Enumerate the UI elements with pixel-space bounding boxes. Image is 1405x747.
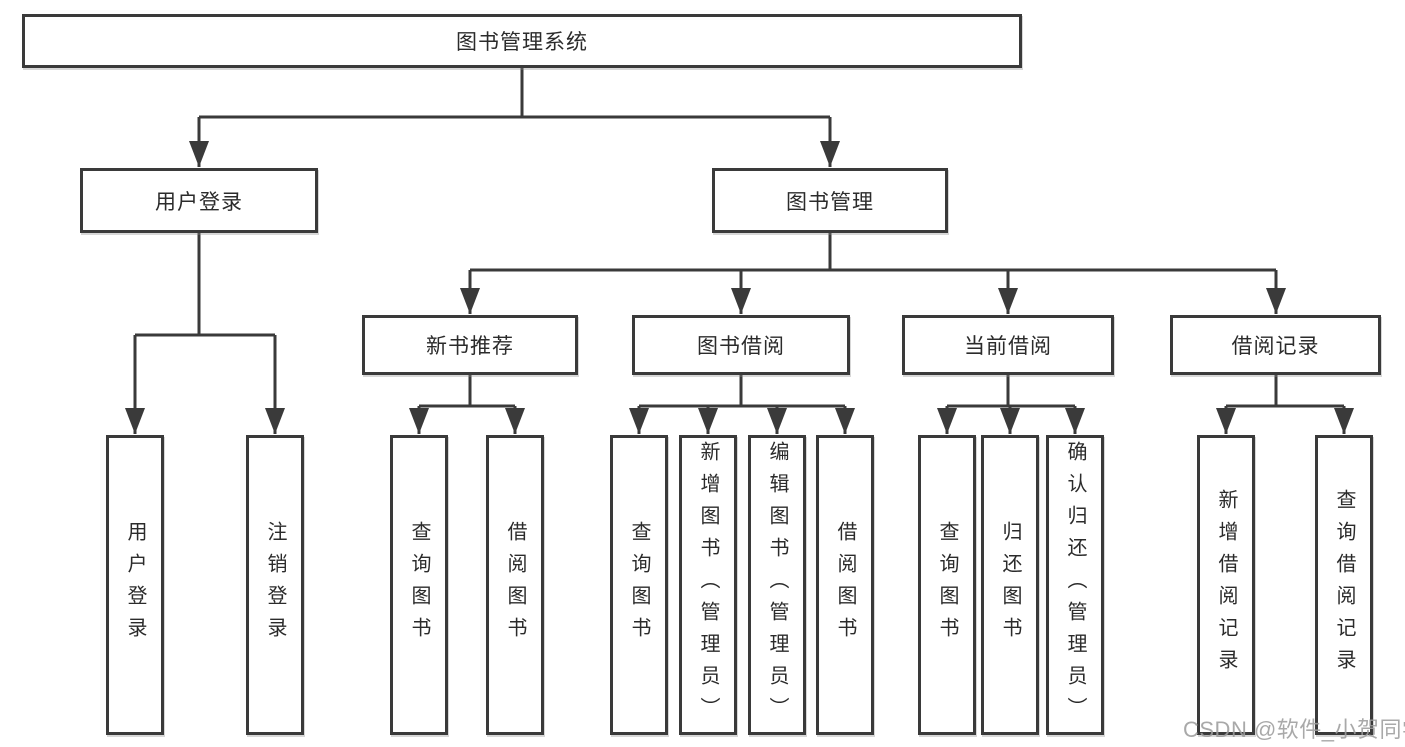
node-new-book-recommend: 新书推荐	[362, 315, 578, 375]
node-root-system: 图书管理系统	[22, 14, 1022, 68]
node-current-borrowing: 当前借阅	[902, 315, 1114, 375]
leaf-label: 查询图书	[936, 521, 958, 649]
node-book-management: 图书管理	[712, 168, 948, 233]
leaf-borrow-books-2: 借阅图书	[816, 435, 874, 735]
node-label: 图书管理系统	[456, 31, 588, 54]
leaf-label: 查询图书	[408, 521, 430, 649]
leaf-label: 用户登录	[124, 521, 146, 649]
leaf-query-borrow-record: 查询借阅记录	[1315, 435, 1373, 735]
leaf-add-books-admin: 新增图书（管理员）	[679, 435, 737, 735]
leaf-user-login: 用户登录	[106, 435, 164, 735]
leaf-label: 借阅图书	[504, 521, 526, 649]
node-label: 借阅记录	[1231, 335, 1320, 358]
leaf-label: 新增借阅记录	[1215, 489, 1237, 681]
leaf-logout: 注销登录	[246, 435, 304, 735]
leaf-query-books-1: 查询图书	[390, 435, 448, 735]
node-book-borrowing: 图书借阅	[632, 315, 850, 375]
csdn-watermark: CSDN @软件_小贺同学	[1183, 717, 1405, 742]
node-label: 图书借阅	[697, 335, 785, 358]
leaf-label: 借阅图书	[834, 521, 856, 649]
node-label: 用户登录	[155, 190, 243, 214]
leaf-label: 查询图书	[628, 521, 650, 649]
node-label: 图书管理	[786, 190, 874, 214]
leaf-add-borrow-record: 新增借阅记录	[1197, 435, 1255, 735]
node-label: 当前借阅	[964, 335, 1052, 358]
node-borrowing-records: 借阅记录	[1170, 315, 1381, 375]
leaf-edit-books-admin: 编辑图书（管理员）	[748, 435, 806, 735]
leaf-return-books: 归还图书	[981, 435, 1039, 735]
leaf-query-books-3: 查询图书	[918, 435, 976, 735]
node-user-login-branch: 用户登录	[80, 168, 318, 233]
leaf-query-books-2: 查询图书	[610, 435, 668, 735]
leaf-label: 归还图书	[999, 521, 1021, 649]
leaf-label: 查询借阅记录	[1333, 489, 1355, 681]
leaf-label: 确认归还（管理员）	[1064, 441, 1086, 729]
leaf-borrow-books-1: 借阅图书	[486, 435, 544, 735]
leaf-label: 注销登录	[264, 521, 286, 649]
node-label: 新书推荐	[426, 335, 514, 358]
leaf-label: 编辑图书（管理员）	[766, 441, 788, 729]
leaf-confirm-return-admin: 确认归还（管理员）	[1046, 435, 1104, 735]
leaf-label: 新增图书（管理员）	[697, 441, 719, 729]
